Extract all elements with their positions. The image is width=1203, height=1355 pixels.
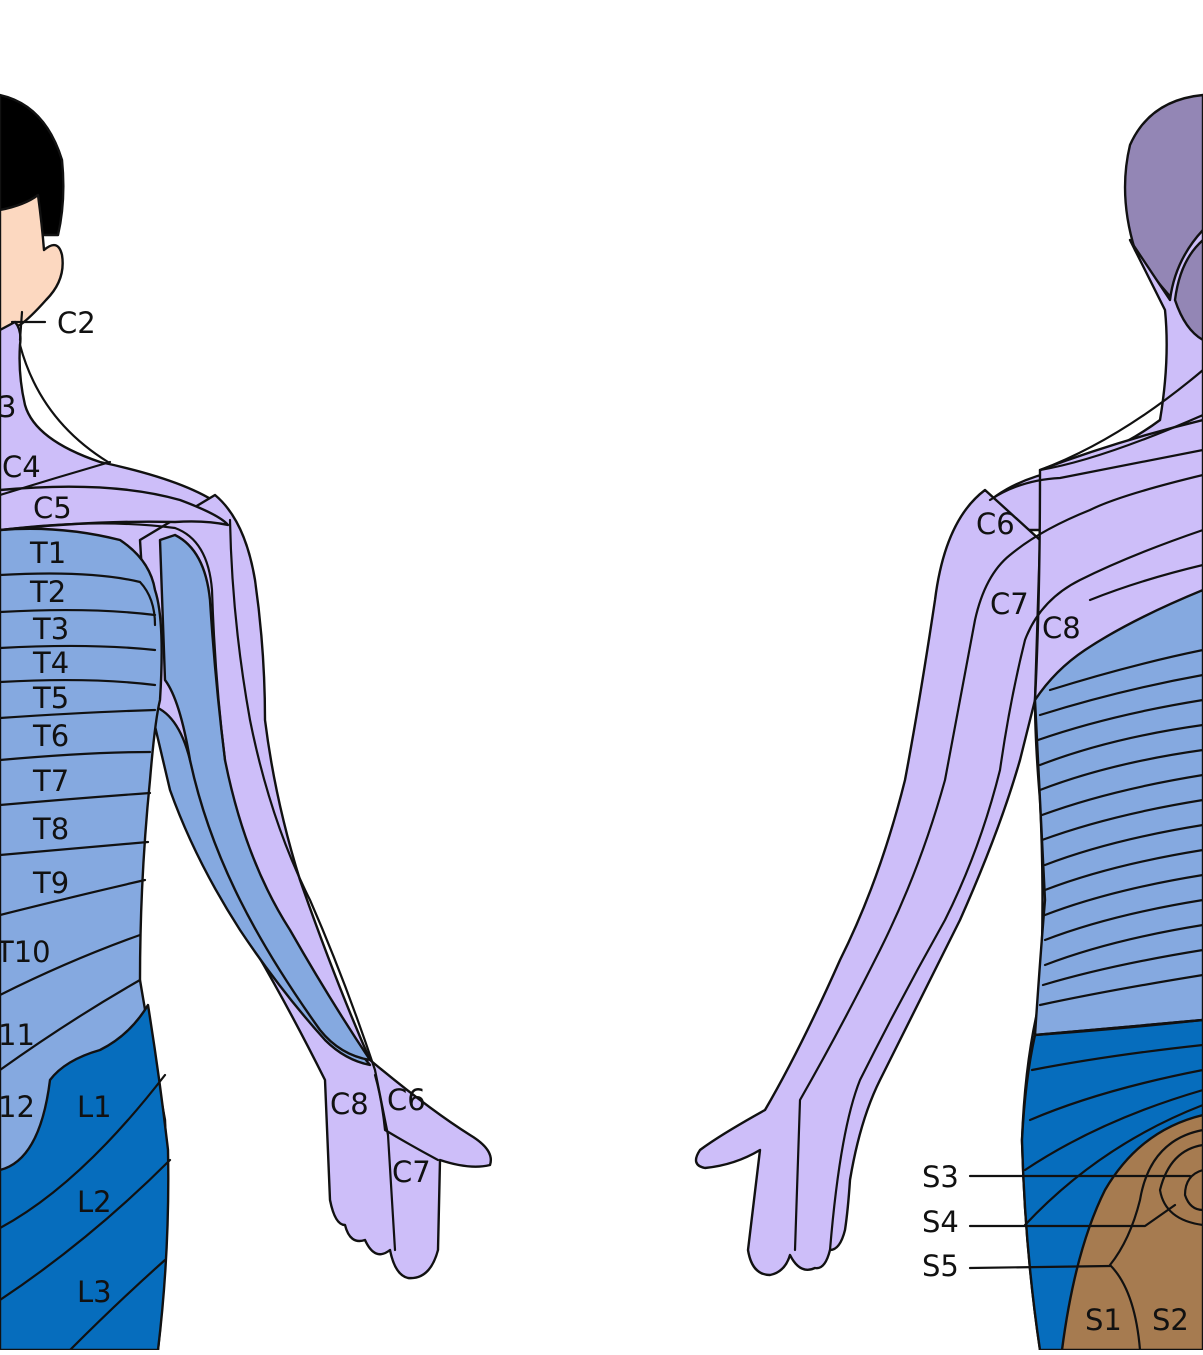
back-label-s4: S4 xyxy=(922,1205,959,1239)
front-label-t10: T10 xyxy=(0,935,51,969)
front-label-t2: T2 xyxy=(29,575,66,609)
front-label-l2: L2 xyxy=(77,1185,112,1219)
front-label-l1: L1 xyxy=(77,1090,112,1124)
back-sacral xyxy=(1060,1113,1203,1352)
front-label-l3: L3 xyxy=(77,1275,112,1309)
front-label-t6: T6 xyxy=(32,719,69,753)
back-label-s1: S1 xyxy=(1085,1303,1122,1337)
back-occipital-lobe xyxy=(1173,238,1203,342)
front-label-t5: T5 xyxy=(32,681,69,715)
back-label-s3: S3 xyxy=(922,1160,959,1194)
back-boundaries xyxy=(793,368,1203,1352)
back-label-s2: S2 xyxy=(1152,1303,1189,1337)
front-label-t11: 11 xyxy=(0,1018,35,1052)
front-label-t12: 12 xyxy=(0,1090,35,1124)
front-hair xyxy=(0,93,65,237)
front-label-t8: T8 xyxy=(32,812,69,846)
front-label-t4: T4 xyxy=(32,646,69,680)
front-label-c3: 3 xyxy=(0,390,16,424)
front-label-c4: C4 xyxy=(2,450,41,484)
front-label-hand-c8: C8 xyxy=(330,1087,369,1121)
front-label-c2: C2 xyxy=(57,306,96,340)
back-label-s5: S5 xyxy=(922,1249,959,1283)
front-label-t3: T3 xyxy=(32,612,69,646)
back-label-c7: C7 xyxy=(990,587,1029,621)
front-face xyxy=(0,193,64,332)
back-labels: C6 C7 C8 S3 S4 S5 S1 S2 xyxy=(922,507,1189,1337)
front-label-hand-c7: C7 xyxy=(392,1155,431,1189)
front-label-c5: C5 xyxy=(33,491,72,525)
front-labels: C2 3 C4 C5 T1 T2 T3 T4 T5 T6 T7 T8 T9 T1… xyxy=(0,306,431,1309)
back-figure: C6 C7 C8 S3 S4 S5 S1 S2 xyxy=(694,93,1203,1352)
back-arm xyxy=(694,488,1042,1277)
front-lumbar xyxy=(0,1003,170,1352)
front-label-t1: T1 xyxy=(29,536,66,570)
front-label-t9: T9 xyxy=(32,866,69,900)
back-label-c8: C8 xyxy=(1042,611,1081,645)
front-figure: C2 3 C4 C5 T1 T2 T3 T4 T5 T6 T7 T8 T9 T1… xyxy=(0,93,492,1352)
front-label-hand-c6: C6 xyxy=(387,1083,426,1117)
front-label-t7: T7 xyxy=(32,764,69,798)
front-boundaries xyxy=(0,310,440,1352)
back-label-c6: C6 xyxy=(976,507,1015,541)
